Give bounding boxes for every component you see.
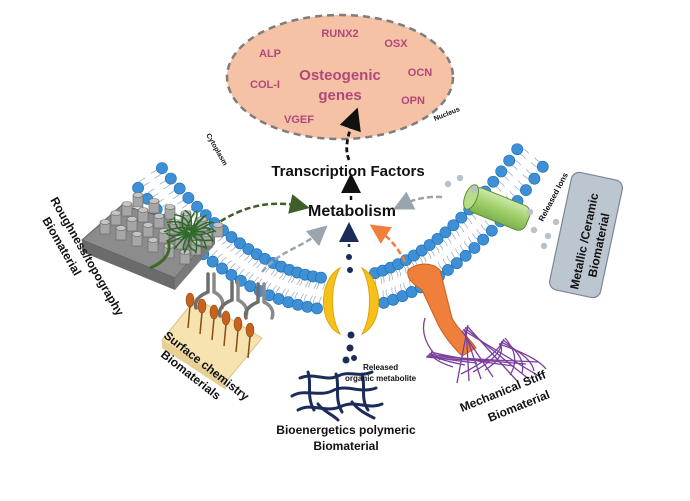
released-metabolite-label: Released organic metabolite xyxy=(345,363,417,383)
surface-ligands xyxy=(185,292,255,359)
tf-to-nucleus-arrow xyxy=(339,107,361,161)
mechanical-signal-arrow xyxy=(369,224,407,263)
transcription-factors-label: Transcription Factors xyxy=(271,163,424,180)
bioenergetics-label: Bioenergetics polymeric Biomaterial xyxy=(276,423,416,453)
purple-fiber-network xyxy=(422,317,547,384)
released-metabolite-line2: organic metabolite xyxy=(345,374,417,383)
surface-chemistry-biomaterial xyxy=(161,292,263,390)
released-metabolite-line1: Released xyxy=(363,363,398,372)
gene-runx2: RUNX2 xyxy=(321,28,358,40)
cytoplasm-label: Cytoplasm xyxy=(204,133,228,168)
nucleus-title-line1: Osteogenic xyxy=(299,67,381,84)
released-ions-dots xyxy=(444,174,560,250)
bioenergetics-label-line1: Bioenergetics polymeric xyxy=(276,423,416,437)
membrane-channel xyxy=(323,266,379,336)
gene-alp: ALP xyxy=(259,48,281,60)
metallic-ceramic-biomaterial xyxy=(548,171,624,299)
nucleus: RUNX2 ALP OSX COL-I OCN OPN VGEF Osteoge… xyxy=(225,13,461,141)
nucleus-title-line2: genes xyxy=(318,87,361,104)
ions-signal-arrow xyxy=(393,191,443,210)
bioenergetics-label-line2: Biomaterial xyxy=(313,439,378,453)
metabolite-dots-inside xyxy=(346,254,353,273)
surface-chemistry-signal-arrow xyxy=(261,225,328,273)
integrin-receptors xyxy=(193,272,275,320)
green-fiber-network xyxy=(149,209,217,270)
mechanical-receptor xyxy=(407,263,477,357)
gene-osx: OSX xyxy=(384,38,408,50)
gene-vgef: VGEF xyxy=(284,114,314,126)
gene-col-i: COL-I xyxy=(250,79,280,91)
gene-opn: OPN xyxy=(401,95,425,107)
metabolite-dots-outside xyxy=(342,331,357,364)
polymer-network xyxy=(290,370,384,422)
gene-ocn: OCN xyxy=(408,67,433,79)
metabolism-label: Metabolism xyxy=(308,203,396,220)
mechanical-label: Mechanical Stiff Biomaterial xyxy=(458,367,552,425)
